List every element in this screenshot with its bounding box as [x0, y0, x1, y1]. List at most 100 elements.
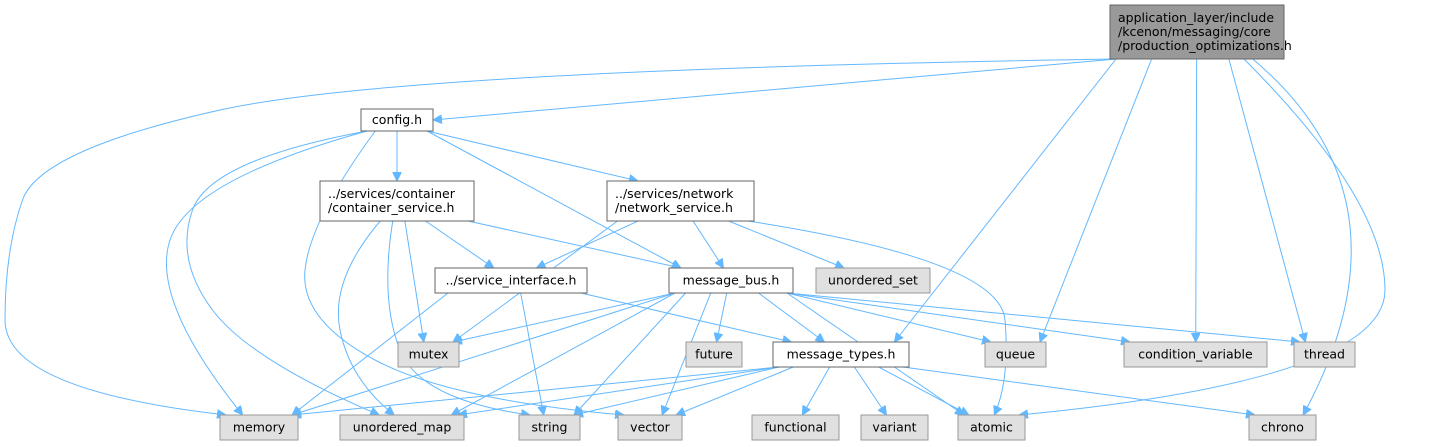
node-string: string: [518, 414, 581, 441]
node-label: thread: [1304, 347, 1345, 362]
edge-service_interface-to-string: [520, 292, 544, 415]
edge-line: [676, 366, 794, 415]
node-network-service[interactable]: ../services/network/network_service.h: [606, 180, 755, 222]
edge-message_types-to-memory: [292, 366, 780, 415]
node-box: [1248, 414, 1317, 441]
edge-message_bus-to-message_types: [758, 292, 825, 342]
edge-root-to-message_types: [894, 58, 1117, 342]
node-label: chrono: [1261, 420, 1304, 435]
node-box: [772, 341, 910, 368]
edge-line: [536, 220, 639, 268]
node-label: message_bus.h: [683, 273, 780, 288]
node-label: future: [695, 347, 733, 362]
node-root[interactable]: application_layer/include/kcenon/messagi…: [1109, 4, 1292, 60]
node-label: unordered_set: [828, 273, 918, 288]
node-label: config.h: [372, 112, 422, 127]
node-mutex: mutex: [397, 341, 460, 368]
node-box: [815, 267, 931, 294]
node-label: string: [532, 420, 568, 435]
node-label: /kcenon/messaging/core: [1118, 24, 1271, 39]
edge-message_bus-to-queue: [786, 292, 991, 342]
node-chrono: chrono: [1248, 414, 1317, 441]
node-box: [617, 414, 683, 441]
edge-line: [747, 220, 1007, 415]
node-label: /container_service.h: [328, 200, 454, 215]
node-box: [219, 414, 299, 441]
node-label: ../service_interface.h: [446, 273, 577, 288]
node-box: [339, 414, 465, 441]
edge-line: [292, 366, 780, 415]
edge-line: [337, 220, 394, 415]
edge-line: [758, 292, 825, 342]
node-label: /production_optimizations.h: [1118, 38, 1292, 53]
edge-line: [786, 292, 1130, 342]
edge-line: [786, 292, 1300, 342]
node-box: [860, 414, 929, 441]
node-label: ../services/network: [615, 186, 734, 201]
edge-container_service-to-message_bus: [467, 220, 681, 268]
edge-container_service-to-service_interface: [425, 220, 494, 268]
node-unordered-map: unordered_map: [339, 414, 465, 441]
edge-line: [1019, 58, 1386, 415]
edge-config-to-network_service: [426, 130, 638, 181]
edge-message_bus-to-unordered_map: [451, 292, 676, 415]
edge-root-to-condition_variable: [1196, 58, 1197, 342]
edge-line: [426, 130, 681, 268]
node-label: atomic: [970, 420, 1013, 435]
node-service-interface[interactable]: ../service_interface.h: [434, 267, 588, 294]
node-variant: variant: [860, 414, 929, 441]
edge-root-to-queue: [1040, 58, 1153, 342]
node-box: [1293, 341, 1356, 368]
edge-message_types-to-vector: [676, 366, 794, 415]
edge-line: [4, 58, 1117, 415]
node-label: unordered_map: [353, 420, 452, 435]
edge-root-to-config: [433, 58, 1117, 120]
nodes-layer: application_layer/include/kcenon/messagi…: [219, 4, 1356, 441]
edge-message_types-to-unordered_map: [458, 366, 780, 415]
node-container-service[interactable]: ../services/container/container_service.…: [319, 180, 475, 222]
node-label: variant: [872, 420, 916, 435]
edge-message_types-to-string: [574, 366, 780, 415]
edge-service_interface-to-message_types: [580, 292, 792, 342]
edge-line: [902, 366, 1255, 415]
node-label: /network_service.h: [615, 200, 733, 215]
node-label: application_layer/include: [1118, 10, 1274, 25]
edge-line: [894, 58, 1117, 342]
node-vector: vector: [617, 414, 683, 441]
edge-network_service-to-service_interface: [536, 220, 639, 268]
edge-message_types-to-variant: [853, 366, 886, 415]
edge-message_types-to-atomic: [878, 366, 969, 415]
node-unordered-set: unordered_set: [815, 267, 931, 294]
node-functional: functional: [751, 414, 840, 441]
edge-line: [853, 366, 886, 415]
node-thread: thread: [1293, 341, 1356, 368]
edge-line: [802, 366, 831, 415]
node-box: [957, 414, 1026, 441]
edge-line: [786, 292, 991, 342]
node-label: functional: [764, 420, 826, 435]
node-message-types[interactable]: message_types.h: [772, 341, 910, 368]
edge-root-to-atomic: [1019, 58, 1386, 415]
edge-container_service-to-unordered_map: [337, 220, 394, 415]
node-box: [751, 414, 840, 441]
node-label: mutex: [409, 347, 449, 362]
node-box: [1123, 341, 1268, 368]
node-message-bus[interactable]: message_bus.h: [668, 267, 794, 294]
edges-layer: [4, 58, 1386, 415]
edge-line: [574, 366, 780, 415]
edge-message_types-to-chrono: [902, 366, 1255, 415]
edge-line: [728, 220, 845, 268]
edge-line: [425, 220, 494, 268]
edge-message_bus-to-memory: [292, 292, 676, 415]
node-memory: memory: [219, 414, 299, 441]
edge-message_types-to-functional: [802, 366, 831, 415]
edge-line: [451, 292, 676, 415]
edge-line: [1040, 58, 1153, 342]
node-label: ../services/container: [328, 186, 456, 201]
edge-line: [1196, 58, 1197, 342]
edge-config-to-message_bus: [426, 130, 681, 268]
node-config[interactable]: config.h: [360, 108, 434, 132]
edge-line: [692, 220, 723, 268]
node-box: [984, 341, 1047, 368]
edge-line: [580, 292, 792, 342]
